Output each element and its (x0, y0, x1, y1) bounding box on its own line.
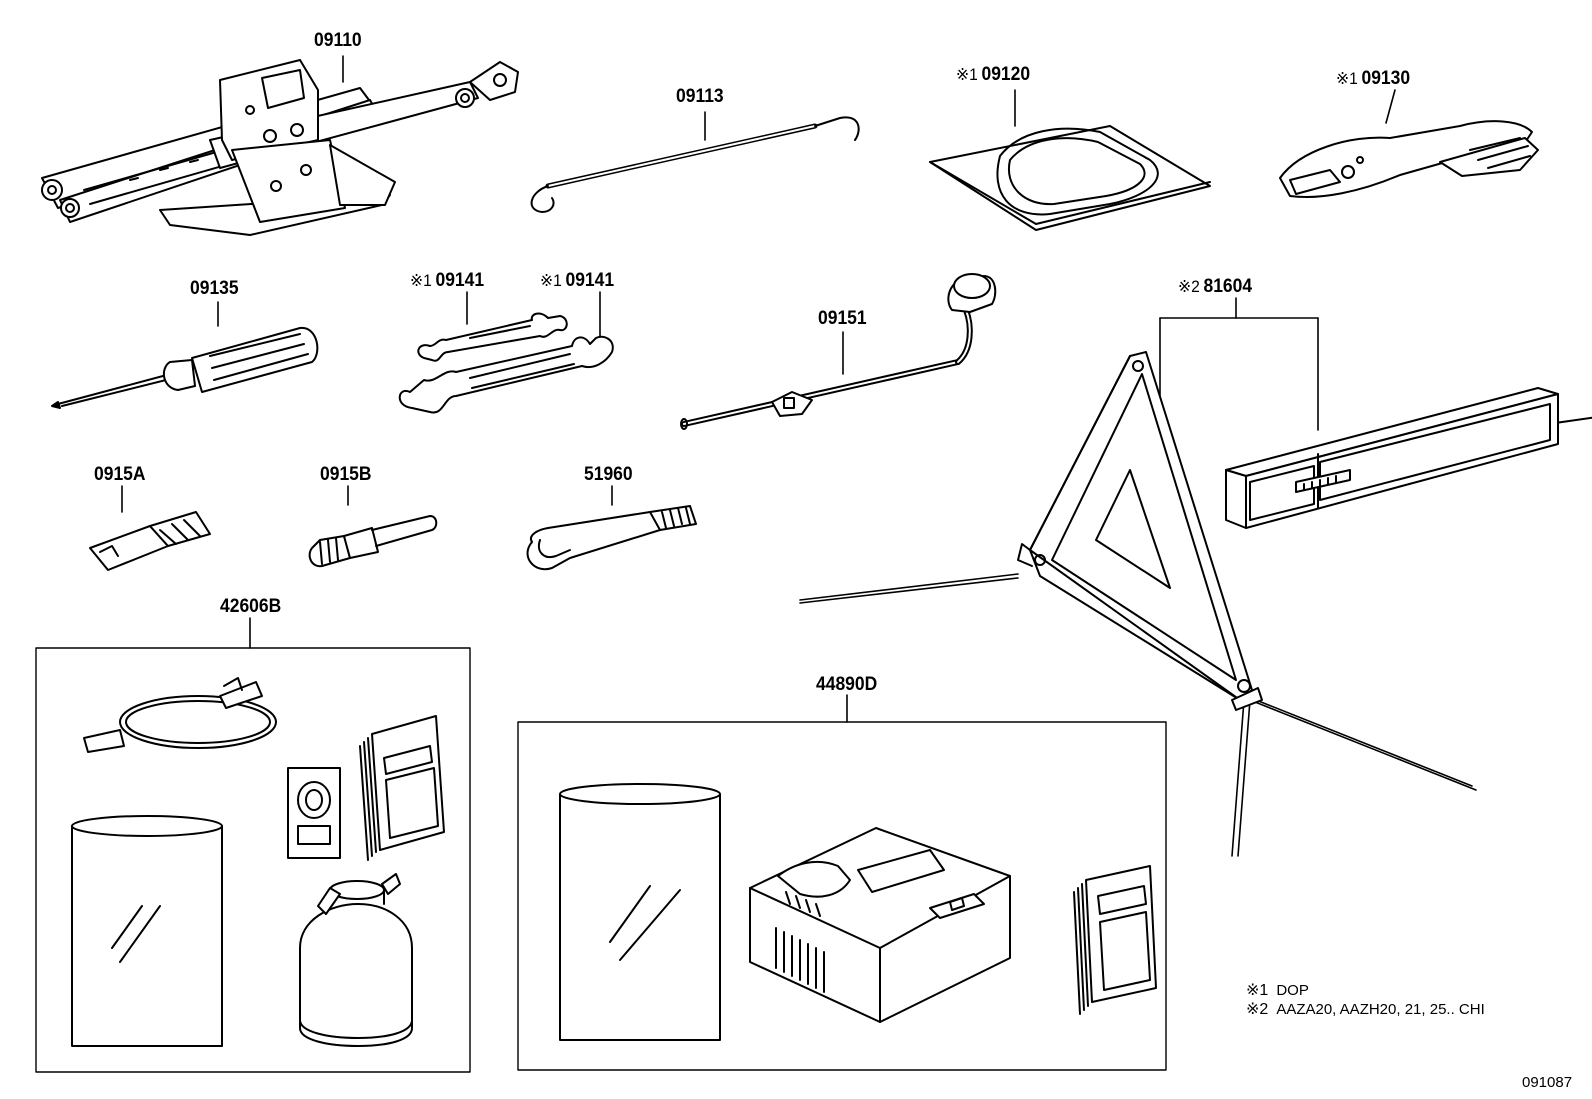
part-label-09113: 09113 (676, 86, 724, 107)
dop-mark: ※1 (956, 65, 978, 84)
adapter-a-icon (90, 512, 210, 570)
part-label-44890D: 44890D (816, 674, 878, 695)
part-number: 09130 (1361, 68, 1411, 89)
adapter-b-icon (310, 516, 437, 566)
triangle-case-icon (1226, 380, 1592, 528)
legend-text: DOP (1276, 982, 1309, 999)
eye-bolt-icon (528, 506, 696, 569)
tool-bag-icon (930, 126, 1210, 230)
wrench-small-icon (418, 314, 566, 361)
jack-handle-rod-icon (532, 117, 859, 212)
kit-box-44890D (518, 722, 1166, 1070)
wheel-nut-wrench-icon (681, 274, 995, 429)
scissor-jack-icon (42, 60, 518, 235)
dop-mark: ※1 (410, 271, 432, 290)
part-label-42606B: 42606B (220, 596, 282, 617)
part-label-51960: 51960 (584, 464, 633, 485)
part-label-09110: 09110 (314, 30, 362, 51)
plastic-bag-42606B-icon (72, 816, 222, 1046)
manual-booklet-42606B-icon (360, 716, 444, 860)
legend-mark: ※1 (1246, 982, 1269, 999)
air-hose-icon (84, 678, 276, 752)
part-number: 81604 (1203, 276, 1253, 297)
sealant-bottle-icon (300, 874, 412, 1046)
screwdriver-icon (52, 328, 317, 408)
legend-note-2: ※2 AAZA20, AAZH20, 21, 25.. CHI (1246, 999, 1485, 1019)
pliers-icon (1280, 121, 1538, 197)
legend-mark: ※2 (1246, 1001, 1269, 1018)
part-label-0915B: 0915B (320, 464, 372, 485)
part-number: 09120 (981, 64, 1031, 85)
kit-box-42606B (36, 648, 470, 1072)
part-label-09151: 09151 (818, 308, 867, 329)
dop-mark: ※1 (540, 271, 562, 290)
manual-booklet-44890D-icon (1074, 866, 1156, 1014)
part-number: 09141 (565, 270, 615, 291)
part-label-0915A: 0915A (94, 464, 146, 485)
compressor-icon (750, 828, 1010, 1022)
legend-note-1: ※1 DOP (1246, 980, 1309, 1000)
dop-mark: ※1 (1336, 69, 1358, 88)
diagram-number: 091087 (1522, 1074, 1573, 1091)
part-label-09135: 09135 (190, 278, 239, 299)
pressure-gauge-icon (288, 768, 340, 858)
region-mark: ※2 (1178, 277, 1200, 296)
warning-triangle-icon (800, 352, 1476, 856)
legend-text: AAZA20, AAZH20, 21, 25.. CHI (1276, 1001, 1485, 1018)
wrench-large-icon (400, 337, 613, 413)
part-number: 09141 (435, 270, 485, 291)
plastic-bag-44890D-icon (560, 784, 720, 1040)
